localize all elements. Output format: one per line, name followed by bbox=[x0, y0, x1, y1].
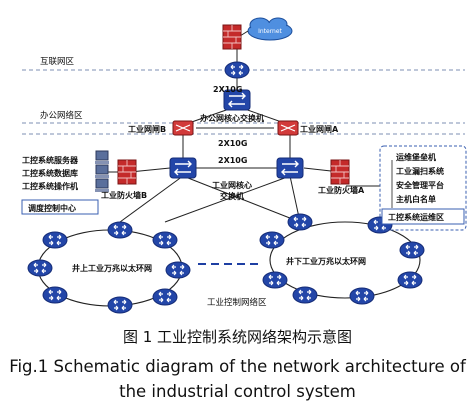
firewall-b-label: 工业防火墙B bbox=[101, 190, 147, 200]
figure-caption-en-line2: the industrial control system bbox=[119, 382, 356, 401]
gateway-b-icon bbox=[172, 120, 194, 136]
dispatch-center-label: 调度控制中心 bbox=[28, 203, 76, 213]
underground-ring bbox=[269, 221, 421, 299]
ring-switch-icon bbox=[27, 259, 53, 277]
ring-switch-icon bbox=[262, 271, 288, 289]
ring-switch-icon bbox=[107, 296, 133, 314]
office-core-switch-label: 办公网核心交换机 bbox=[200, 113, 264, 123]
ops-zone-title: 工控系统运维区 bbox=[388, 212, 444, 222]
network-architecture-diagram: Internet 互联网区 办公网络区 工业控制网络区 2X10G 2X10G … bbox=[21, 17, 467, 314]
ring-switch-icon bbox=[152, 288, 178, 306]
ops-zone-title-box bbox=[381, 208, 465, 225]
zone-separators bbox=[22, 69, 465, 135]
cloud-label: Internet bbox=[258, 28, 282, 35]
gateway-a-icon bbox=[277, 120, 299, 136]
figure-caption-cn: 图 1 工业控制系统网络架构示意图 bbox=[122, 328, 353, 346]
dispatch-center-box bbox=[21, 199, 99, 215]
ring-switch-icon bbox=[259, 231, 285, 249]
ring-switch-icon bbox=[287, 213, 313, 231]
ring-switch-icon bbox=[152, 231, 178, 249]
ring-switch-icon bbox=[399, 241, 425, 259]
ops-item-bastion: 运维堡垒机 bbox=[396, 152, 436, 162]
firewall-b-icon bbox=[117, 159, 137, 185]
ring-switch-icon bbox=[292, 286, 318, 304]
ring-switch-icon bbox=[42, 286, 68, 304]
figure-caption-en-line1: Fig.1 Schematic diagram of the network a… bbox=[9, 357, 466, 376]
figure-caption-en: Fig.1 Schematic diagram of the network a… bbox=[0, 354, 475, 404]
ops-item-vuln-scan: 工业漏扫系统 bbox=[396, 166, 444, 176]
zone-label-control: 工业控制网络区 bbox=[207, 297, 267, 308]
ring-switch-icon bbox=[165, 261, 191, 279]
link-label-office-core: 2X10G bbox=[213, 85, 242, 94]
firewall-a-icon bbox=[330, 159, 350, 185]
ics-core-switch-b-icon bbox=[169, 157, 197, 179]
ops-item-security-platform: 安全管理平台 bbox=[396, 180, 444, 190]
ring-switch-icon bbox=[42, 231, 68, 249]
zone-label-internet: 互联网区 bbox=[40, 57, 75, 67]
ring-switch-icon bbox=[349, 287, 375, 305]
internet-router-icon bbox=[224, 61, 250, 79]
gateway-b-label: 工业网闸B bbox=[128, 124, 166, 134]
operator-station-label: 工控系统操作机 bbox=[22, 181, 78, 191]
link-label-ics-core: 2X10G bbox=[218, 156, 247, 165]
database-label: 工控系统数据库 bbox=[22, 168, 78, 178]
ring-switch-icon bbox=[107, 221, 133, 239]
ics-core-switch-label-2: 交换机 bbox=[220, 191, 244, 201]
computer-icon bbox=[94, 164, 110, 179]
underground-ring-label: 井下工业万兆以太环网 bbox=[286, 256, 366, 266]
internet-cloud-icon bbox=[247, 17, 293, 41]
internet-firewall-icon bbox=[222, 24, 242, 50]
link-label-gateways: 2X10G bbox=[218, 139, 247, 148]
ring-switch-icon bbox=[397, 271, 423, 289]
gateway-a-label: 工业网闸A bbox=[300, 124, 339, 134]
surface-ring-label: 井上工业万兆以太环网 bbox=[72, 263, 152, 273]
server-label: 工控系统服务器 bbox=[22, 155, 79, 165]
firewall-a-label: 工业防火墙A bbox=[318, 185, 365, 195]
ops-item-whitelist: 主机白名单 bbox=[396, 194, 436, 204]
zone-label-office: 办公网络区 bbox=[40, 110, 83, 121]
ops-zone-box bbox=[379, 145, 467, 231]
computer-icon bbox=[94, 150, 110, 165]
ics-core-switch-a-icon bbox=[276, 157, 304, 179]
ics-core-switch-label-1: 工业网核心 bbox=[212, 180, 252, 190]
